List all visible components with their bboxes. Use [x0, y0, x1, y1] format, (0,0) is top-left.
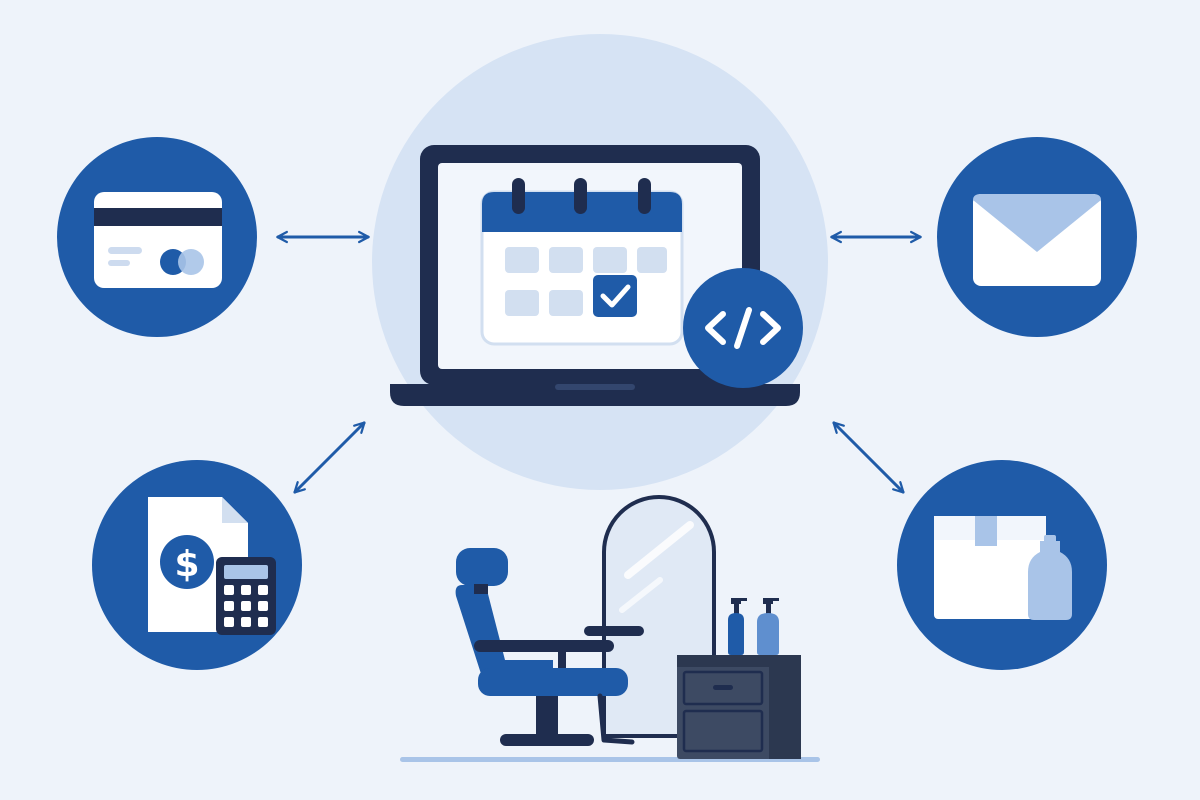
chair-footrest: [597, 693, 635, 745]
mirror-shine: [619, 577, 663, 613]
package-bottle-icon: [934, 516, 1046, 619]
node-accounting: $: [92, 460, 302, 670]
card-line: [108, 260, 130, 266]
box-tape: [975, 516, 997, 546]
connector-hub-inventory: [832, 421, 905, 494]
calendar-cell: [549, 247, 583, 273]
connector-accounting-hub: [293, 421, 366, 494]
pump-nozzle: [773, 598, 779, 601]
salon-chair-icon: [455, 548, 644, 746]
chair-headrest: [456, 548, 508, 586]
calendar-cell: [637, 247, 667, 273]
calendar-ring: [512, 178, 525, 214]
dollar-coin: [160, 535, 214, 589]
card-stripe: [94, 208, 222, 226]
pump-nozzle: [741, 598, 747, 601]
cabinet-drawer: [682, 670, 764, 706]
checkmark-icon: [600, 284, 631, 308]
chair-backrest: [455, 585, 553, 680]
bottle-left: [728, 613, 744, 655]
code-bracket-left: [705, 311, 726, 345]
pump-neck: [734, 604, 739, 614]
calendar-cell: [593, 247, 627, 273]
cabinet-side: [769, 655, 801, 759]
cabinet-door: [682, 709, 764, 753]
chair-base: [500, 734, 594, 746]
calendar-ring: [638, 178, 651, 214]
node-payments: [57, 137, 257, 337]
calculator-display: [224, 565, 268, 579]
card-line: [108, 247, 142, 254]
connectors: [276, 230, 922, 494]
chair-seat: [478, 668, 628, 696]
laptop-notch: [555, 384, 635, 390]
calendar-ring: [574, 178, 587, 214]
calendar-cell: [505, 290, 539, 316]
bottle-cap: [1044, 535, 1056, 544]
headrest-post: [474, 584, 488, 594]
invoice-fold: [222, 497, 248, 523]
node-inventory: [897, 460, 1107, 670]
calendar-selected-day: [593, 275, 637, 317]
calendar-icon: [480, 178, 684, 346]
chair-column: [536, 696, 558, 734]
salon-scene: [400, 495, 820, 762]
mirror-shine: [624, 521, 694, 579]
credit-card-icon: [94, 192, 222, 288]
bottle-icon: [1028, 541, 1072, 620]
pump-neck: [766, 604, 771, 614]
dollar-symbol: $: [174, 544, 199, 585]
pump-head: [731, 598, 741, 604]
drawer-handle: [713, 685, 733, 690]
card-logo-circle: [160, 249, 186, 275]
calendar-cell: [505, 247, 539, 273]
cabinet-icon: [677, 655, 801, 759]
bottle-right: [757, 613, 779, 655]
envelope-flap: [973, 194, 1101, 252]
chair-armrest: [474, 640, 614, 652]
code-bracket-right: [760, 311, 781, 345]
pump-head: [763, 598, 773, 604]
code-slash: [734, 307, 752, 349]
product-bottles-icon: [728, 598, 779, 655]
code-icon: [683, 268, 803, 388]
node-email: [937, 137, 1137, 337]
calendar-cell: [549, 290, 583, 316]
chair-arm-rail: [584, 626, 644, 636]
card-logo-circle: [178, 249, 204, 275]
calculator-keys: [224, 585, 268, 627]
laptop-base: [390, 384, 800, 406]
